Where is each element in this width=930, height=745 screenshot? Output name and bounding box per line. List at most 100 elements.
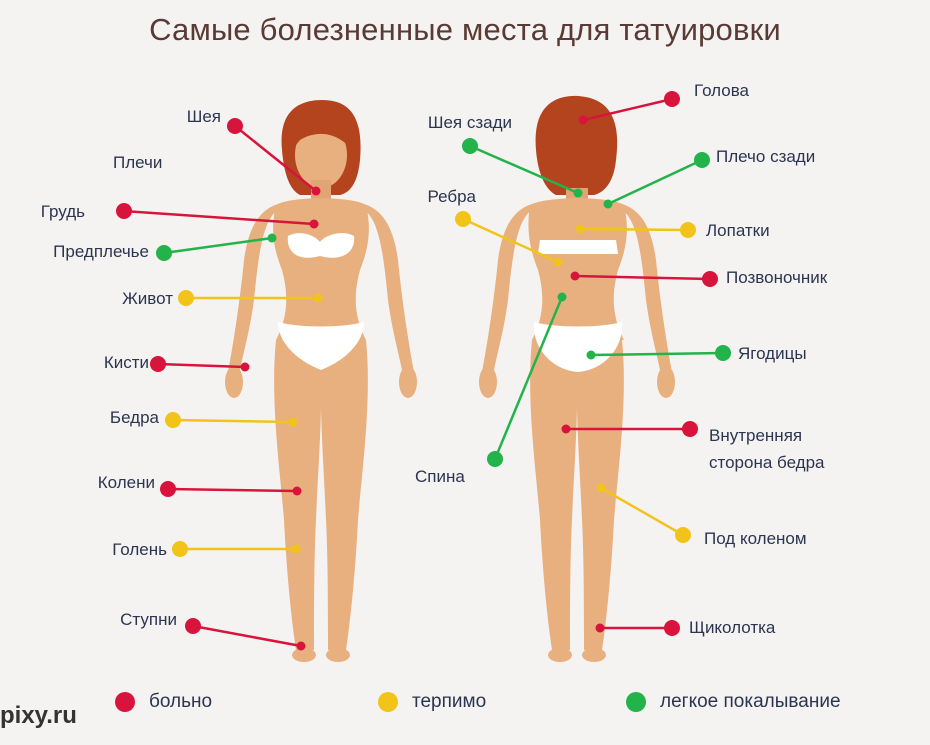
body-point-ribs [553,257,563,267]
legend-dot-light [626,692,646,712]
front-foot-right [326,648,350,662]
label-shoulder-back: Плечо сзади [716,147,816,166]
back-torso [528,198,627,340]
legend-light: легкое покалывание [626,688,841,716]
body-point-ankle [595,623,605,633]
callout-dot-belly [178,290,194,306]
callout-dot-chest [116,203,132,219]
callout-dot-neck_back [462,138,478,154]
label-hands: Кисти [103,353,149,372]
callout-dot-shin [172,541,188,557]
back-hand-left [479,366,497,398]
body-point-chest [309,219,319,229]
body-point-neck_back [573,188,583,198]
back-foot-left [548,648,572,662]
label-back: Спина [415,467,465,486]
body-point-neck [311,186,321,196]
body-point-behind_knee [596,483,606,493]
body-point-back [557,292,567,302]
legend-label-light: легкое покалывание [660,691,841,712]
back-foot-right [582,648,606,662]
diagram-title: Самые болезненные места для татуировки [149,12,781,47]
callout-dot-ribs [455,211,471,227]
label-inner-thigh-line2: сторона бедра [709,453,825,472]
brand-watermark: pixy.ru [0,702,77,729]
callout-dot-inner_thigh [682,421,698,437]
callout-line-shoulder_back [607,158,703,206]
body-point-feet [296,641,306,651]
callout-dot-neck [227,118,243,134]
callout-dot-forearm [156,245,172,261]
legend-painful: больно [115,688,212,716]
front-legs [274,340,368,650]
front-arm-right [364,204,414,372]
label-inner-thigh-line1: Внутренняя [709,426,803,445]
callout-line-buttocks [590,351,724,357]
body-point-inner_thigh [561,424,571,434]
callout-dot-shoulder_back [694,152,710,168]
body-point-hands [240,362,250,372]
legend-tolerable: терпимо [378,688,486,716]
back-bra-strap [538,240,618,254]
callout-line-behind_knee [600,486,684,537]
label-feet: Ступни [120,610,177,629]
body-point-buttocks [586,350,596,360]
back-hair [535,95,618,195]
callout-line-ribs [462,217,559,264]
body-point-spine [570,271,580,281]
label-belly: Живот [122,289,173,308]
legend-label-painful: больно [149,691,213,712]
legend-dot-tolerable [378,692,398,712]
back-arm-right [622,204,672,372]
label-shin: Голень [112,540,167,559]
front-figure [225,100,417,662]
back-legs [530,340,624,650]
callout-line-neck_back [469,144,579,195]
label-neck-back: Шея сзади [427,113,512,132]
callout-dot-spine [702,271,718,287]
front-neck [311,180,331,202]
callout-dot-ankle [664,620,680,636]
callout-line-chest [123,209,315,226]
back-panties [533,322,623,372]
label-knees: Колени [97,473,155,492]
body-point-thighs [288,417,298,427]
legend-label-tolerable: терпимо [412,691,487,712]
front-arm-left [228,204,278,372]
callout-line-hands [157,362,246,369]
front-foot-left [292,648,316,662]
label-neck: Шея [186,107,221,126]
front-hand-left [225,366,243,398]
callout-dot-hands [150,356,166,372]
label-behind-knee: Под коленом [704,529,807,548]
callout-line-forearm [163,236,273,255]
front-torso [273,198,369,340]
front-hair-fringe [292,109,353,150]
label-head: Голова [694,81,750,100]
callout-line-shoulder_blades [579,227,689,232]
callout-dot-buttocks [715,345,731,361]
label-buttocks: Ягодицы [738,344,807,363]
body-point-forearm [267,233,277,243]
legend-dot-painful [115,692,135,712]
back-arm-left [482,204,532,372]
callout-dot-behind_knee [675,527,691,543]
front-panties [278,322,364,370]
callout-dot-head [664,91,680,107]
body-point-knees [292,486,302,496]
label-shoulders: Плечи [113,153,163,172]
body-point-shoulder_back [603,199,613,209]
callout-line-spine [574,274,711,281]
label-inner-thigh: Внутренняя сторона бедра [709,422,824,476]
label-shoulder-blades: Лопатки [706,221,770,240]
callout-dot-feet [185,618,201,634]
callout-line-neck [234,125,317,192]
callout-dot-back [487,451,503,467]
front-head [295,122,347,188]
label-spine: Позвоночник [726,268,828,287]
callout-line-feet [192,624,302,648]
callout-dot-shoulder_blades [680,222,696,238]
front-bra [287,233,355,258]
body-point-shin [291,544,301,554]
